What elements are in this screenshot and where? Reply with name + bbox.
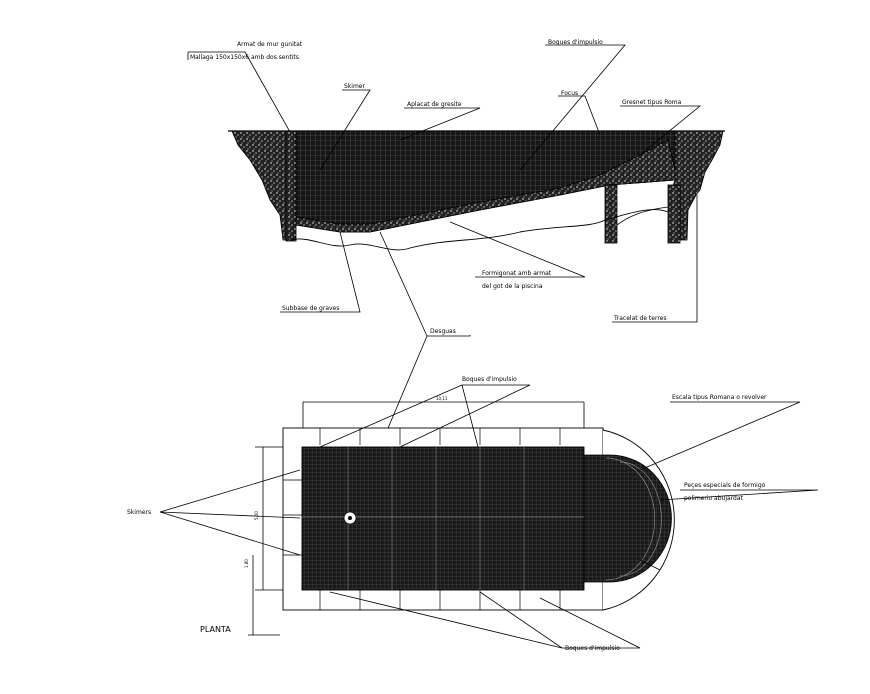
- concrete-shell: [295, 139, 676, 233]
- plan-peces-title: Peçes especials de formigo: [684, 482, 766, 489]
- left-wall: [285, 130, 297, 242]
- focus-label: Focus: [561, 90, 578, 97]
- plan-coping-tiles: [283, 428, 561, 610]
- plan-steps-arcs: [605, 457, 662, 581]
- subbase-line: [289, 209, 669, 251]
- section-view: Armat de mur gunitat Mallaga 150x150x6 a…: [187, 39, 725, 323]
- aplacat-label: Aplacat de gresite: [407, 101, 462, 108]
- plan-peces-sub: polimerio abujardat: [684, 495, 744, 502]
- formigonat-label: Formigonat amb armat: [482, 270, 552, 277]
- right-pillar-1: [604, 184, 618, 244]
- plan-escala-label: Escala tipus Romana o revolver: [672, 394, 767, 401]
- plan-dim-top-text: 10,11: [436, 396, 448, 401]
- plan-leaders: [159, 384, 819, 649]
- boques-top-label: Boques d'impulsio: [548, 39, 603, 46]
- tracelat-label: Tracelat de terres: [613, 315, 667, 322]
- formigonat-sub-label: del got de la piscina: [482, 283, 543, 290]
- armat-subtitle: Mallaga 150x150x6 amb dos sentits: [190, 54, 299, 61]
- desguas-label: Desguas: [430, 328, 456, 335]
- armat-title: Armat de mur gunitat: [237, 41, 303, 48]
- plan-boques-bottom-label: Boques d'impulsio: [565, 645, 620, 652]
- plan-dim-left-2: 1,80: [244, 559, 249, 568]
- gresnet-label: Gresnet tipus Roma: [622, 99, 682, 106]
- plan-steps-outer: [584, 454, 672, 583]
- plan-boques-top-label: Boques d'impulsio: [462, 376, 517, 383]
- plan-title: PLANTA: [200, 625, 231, 634]
- terrain-line: [616, 206, 669, 226]
- subbase-label: Subbase de graves: [282, 305, 339, 312]
- skimer-label: Skimer: [344, 83, 365, 90]
- plan-skimers-label: Skimers: [127, 509, 151, 516]
- section-leaders: [187, 44, 702, 323]
- plan-view: 10,11 5,00 1,80: [127, 376, 819, 652]
- plan-dim-left-1: 5,00: [254, 511, 259, 520]
- right-pillar-2: [667, 184, 681, 244]
- plan-dim-top: [302, 401, 585, 428]
- plan-dim-left: [248, 446, 287, 636]
- left-earth-mass: [231, 130, 287, 241]
